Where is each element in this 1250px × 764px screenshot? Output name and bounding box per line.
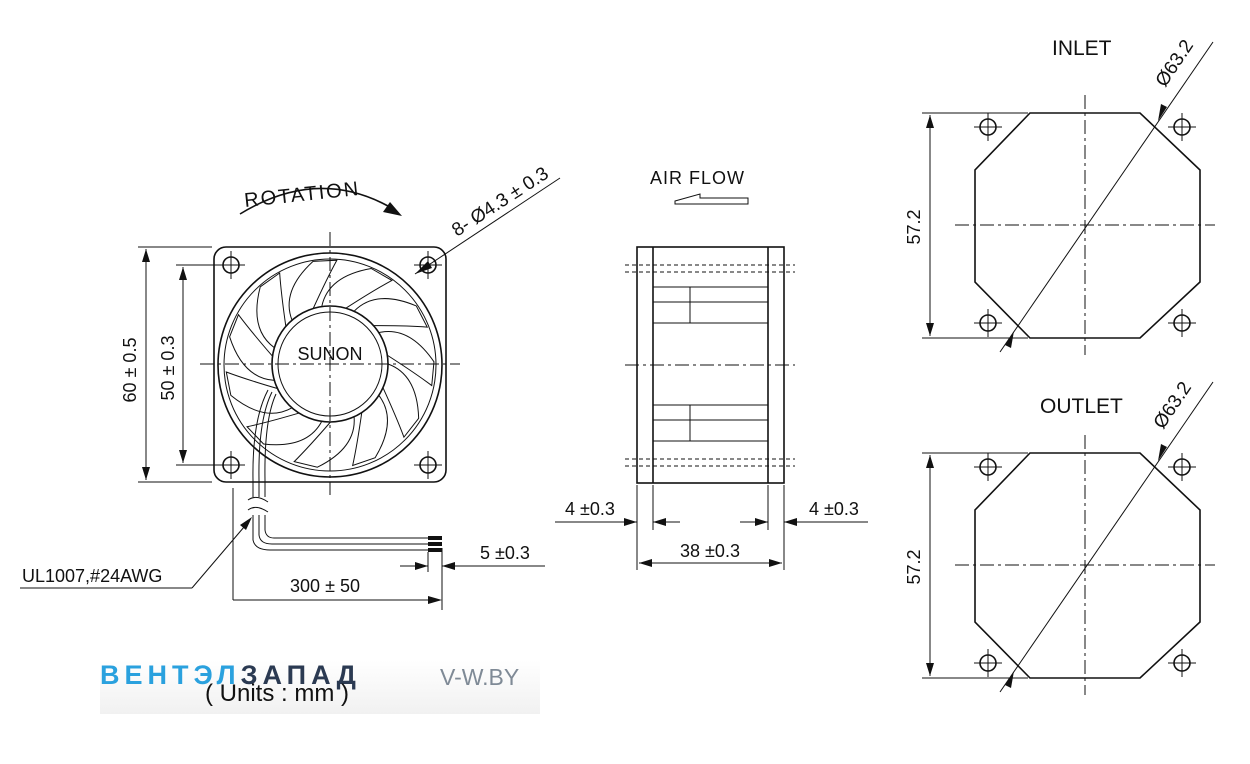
watermark-brand-b: ЗАПАД [240, 660, 361, 690]
right-flange-dim: 4 ±0.3 [809, 499, 859, 519]
hole-callout: 8- Ø4.3 ± 0.3 [448, 163, 552, 241]
outlet-height: 57.2 [904, 549, 924, 584]
fan-blade [229, 313, 275, 381]
fan-blade [225, 371, 293, 414]
mount-hole-icon [1167, 452, 1197, 482]
mount-hole-icon [973, 648, 1003, 678]
fan-blade [256, 272, 287, 349]
cable-length-dim: 300 ± 50 [290, 576, 360, 596]
mount-hole-icon [1167, 308, 1197, 338]
outer-size-dim: 60 ± 0.5 [120, 338, 140, 403]
fan-blade [378, 331, 435, 387]
inlet-view: INLET Ø63.2 57.2 [904, 36, 1215, 355]
inlet-title: INLET [1052, 37, 1112, 60]
fan-blades [225, 259, 435, 468]
fan-blade [382, 363, 420, 439]
outlet-view: OUTLET Ø63.2 57.2 [904, 378, 1215, 695]
outlet-title: OUTLET [1040, 395, 1123, 418]
mount-hole-icon [973, 308, 1003, 338]
hole-pitch-dim: 50 ± 0.3 [158, 336, 178, 401]
front-view: ROTATION 8- Ø4.3 ± 0.3 SUNON 60 ± 0.5 [20, 163, 561, 610]
mount-hole-icon [216, 250, 246, 280]
fan-blade [353, 298, 429, 328]
fan-blade [293, 416, 355, 468]
watermark-site: V-W.BY [440, 664, 520, 690]
hole-callout-leader [414, 177, 561, 275]
inlet-height: 57.2 [904, 209, 924, 244]
mount-hole-icon [973, 452, 1003, 482]
outlet-diameter: Ø63.2 [1150, 378, 1196, 433]
airflow-label: AIR FLOW [650, 168, 745, 188]
side-view: AIR FLOW 4 ±0.3 4 ±0.3 [555, 168, 868, 570]
fan-blade [288, 259, 338, 321]
watermark-brand: ВЕНТЭЛЗАПАД [100, 660, 361, 691]
watermark-band [100, 660, 540, 714]
mount-hole-icon [1167, 112, 1197, 142]
units-label: ( Units : mm ) [205, 680, 349, 707]
outlet-outline [974, 452, 1201, 679]
fan-blade [321, 267, 393, 309]
airflow-arrow-icon [674, 193, 749, 205]
inlet-diameter: Ø63.2 [1152, 36, 1198, 91]
rotation-label: ROTATION [243, 178, 361, 212]
watermark-brand-a: ВЕНТЭЛ [100, 660, 241, 690]
depth-dim: 38 ±0.3 [680, 541, 740, 561]
lead-wires [247, 389, 442, 552]
brand-label: SUNON [297, 344, 362, 364]
inlet-outline [974, 112, 1201, 339]
fan-blade [351, 394, 388, 467]
mount-hole-icon [973, 112, 1003, 142]
left-flange-dim: 4 ±0.3 [565, 499, 615, 519]
strip-length-dim: 5 ±0.3 [480, 543, 530, 563]
mount-hole-icon [413, 250, 443, 280]
rotation-arrow [239, 187, 396, 215]
mount-hole-icon [413, 450, 443, 480]
mount-hole-icon [216, 450, 246, 480]
cable-spec: UL1007,#24AWG [22, 566, 162, 586]
mount-hole-icon [1167, 648, 1197, 678]
